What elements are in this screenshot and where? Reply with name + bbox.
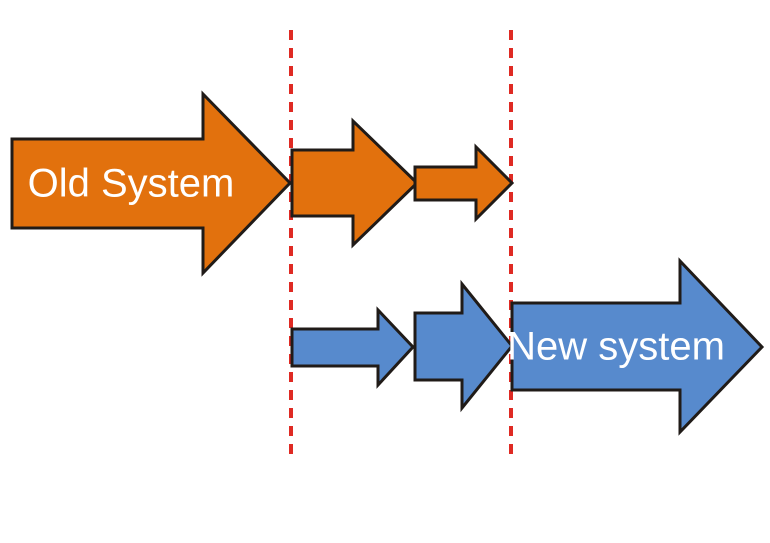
old-system-arrow-small [413, 143, 515, 223]
new-system-arrow-medium [413, 279, 514, 413]
new-system-arrow-small [290, 306, 416, 389]
old-system-arrow-large-label: Old System [28, 162, 235, 206]
old-system-arrow-large [10, 90, 293, 277]
new-system-arrow-large [510, 257, 765, 436]
new-system-arrow-large-label: New system [507, 325, 725, 369]
old-system-arrow-medium [290, 117, 420, 249]
